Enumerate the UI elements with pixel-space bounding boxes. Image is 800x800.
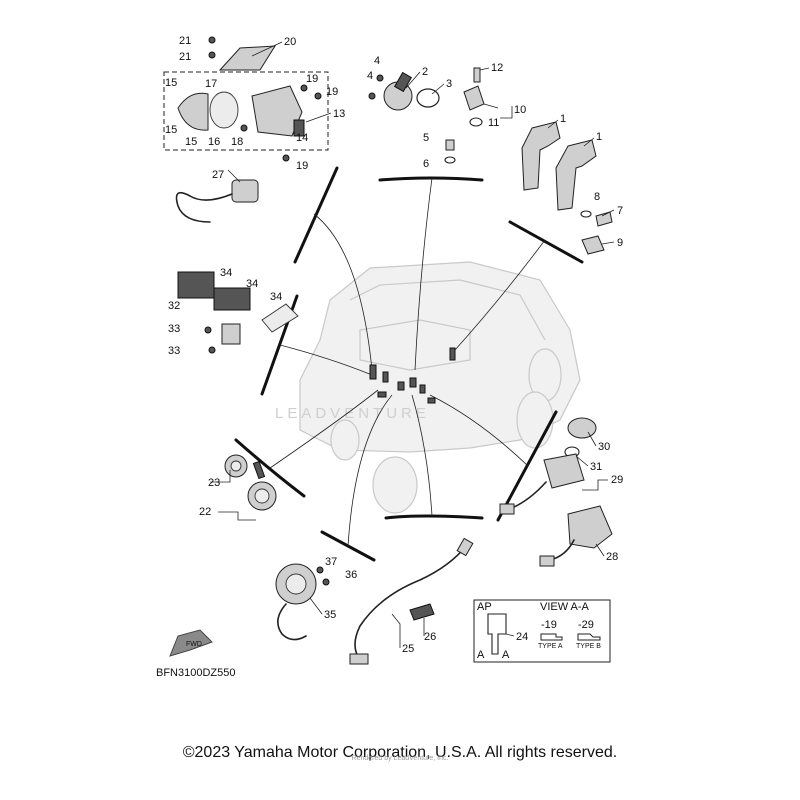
callout: 16 xyxy=(208,136,220,148)
part-relays-34 xyxy=(177,271,299,354)
callout: 8 xyxy=(594,191,600,203)
callout: 26 xyxy=(424,631,436,643)
part-sensor-27 xyxy=(175,179,259,223)
part-switch-22 xyxy=(224,454,277,511)
callout: 19 xyxy=(306,73,318,85)
callout: 33 xyxy=(168,323,180,335)
vehicle-silhouette: LEADVENTURE xyxy=(275,261,581,514)
part-ignition-coil-1b xyxy=(555,139,597,211)
callout: 4 xyxy=(367,70,373,82)
callout: 28 xyxy=(606,551,618,563)
callout: 7 xyxy=(617,205,623,217)
callout: 36 xyxy=(345,569,357,581)
inset-type-b-label: TYPE B xyxy=(576,643,601,650)
callout: 33 xyxy=(168,345,180,357)
callout: 11 xyxy=(488,117,499,129)
callout: 20 xyxy=(284,36,296,48)
rendered-by-notice: Rendered by LeadVenture, Inc. xyxy=(351,755,449,762)
part-sensor-5 xyxy=(444,139,456,164)
part-sensor-10 xyxy=(463,67,485,127)
callout: 19 xyxy=(296,160,308,172)
callout: 37 xyxy=(325,556,337,568)
callout: 5 xyxy=(423,132,429,144)
callout: 1 xyxy=(560,113,566,125)
part-lamp-assembly xyxy=(177,84,322,162)
vehicle-part-markers xyxy=(369,347,456,404)
callout: 24 xyxy=(516,631,528,643)
callout: 3 xyxy=(446,78,452,90)
callout: 9 xyxy=(617,237,623,249)
callout: 15 xyxy=(185,136,197,148)
callout: 15 xyxy=(165,77,177,89)
inset-a-mark-1: A xyxy=(477,649,485,661)
inset-type-a-label: TYPE A xyxy=(538,643,563,650)
callout: 34 xyxy=(220,267,232,279)
part-bracket-20 xyxy=(208,36,276,71)
leader-lines xyxy=(269,177,546,547)
callout-labels: 1 1 2 3 4 4 5 6 7 8 9 10 11 12 13 14 15 … xyxy=(165,35,623,655)
callout-leaders xyxy=(210,41,615,648)
callout: 25 xyxy=(402,643,414,655)
callout: 10 xyxy=(514,104,526,116)
copyright-notice: ©2023 Yamaha Motor Corporation, U.S.A. A… xyxy=(182,744,618,761)
inset-type-b-code: -29 xyxy=(578,619,594,631)
part-motor-28 xyxy=(539,505,613,567)
callout: 17 xyxy=(205,78,217,90)
callout: 2 xyxy=(422,66,428,78)
part-ignition-coil-1a xyxy=(521,121,561,191)
key-inset-box: AP VIEW A-A A A -19 -29 TYPE A TYPE B xyxy=(473,599,611,663)
fwd-arrow-icon: FWD xyxy=(169,629,213,657)
callout: 22 xyxy=(199,506,211,518)
callout: 12 xyxy=(491,62,503,74)
callout: 21 xyxy=(179,35,191,47)
callout: 15 xyxy=(165,124,177,136)
callout: 34 xyxy=(270,291,282,303)
callout: 18 xyxy=(231,136,243,148)
callout: 35 xyxy=(324,609,336,621)
callout: 4 xyxy=(374,55,380,67)
callout: 6 xyxy=(423,158,429,170)
part-horn-35 xyxy=(275,563,330,641)
callout: 23 xyxy=(208,477,220,489)
callout: 19 xyxy=(326,86,338,98)
inset-view-label: VIEW A-A xyxy=(540,601,590,613)
part-sensor-9 xyxy=(580,210,613,255)
callout: 32 xyxy=(168,300,180,312)
callout: 27 xyxy=(212,169,224,181)
inset-type-a-code: -19 xyxy=(541,619,557,631)
part-switch-2 xyxy=(368,71,440,111)
callout: 13 xyxy=(333,108,345,120)
diagram-code: BFN3100DZ550 xyxy=(156,667,236,679)
callout: 21 xyxy=(179,51,191,63)
callout: 14 xyxy=(296,132,308,144)
watermark: LEADVENTURE xyxy=(275,405,430,422)
inset-ap-label: AP xyxy=(477,601,492,613)
callout: 34 xyxy=(246,278,258,290)
callout: 31 xyxy=(590,461,602,473)
fwd-label: FWD xyxy=(186,641,202,648)
callout: 1 xyxy=(596,131,602,143)
inset-a-mark-2: A xyxy=(502,649,510,661)
part-sensor-25 xyxy=(349,537,474,665)
callout: 29 xyxy=(611,474,623,486)
callout: 30 xyxy=(598,441,610,453)
dashed-group-box xyxy=(163,71,329,151)
